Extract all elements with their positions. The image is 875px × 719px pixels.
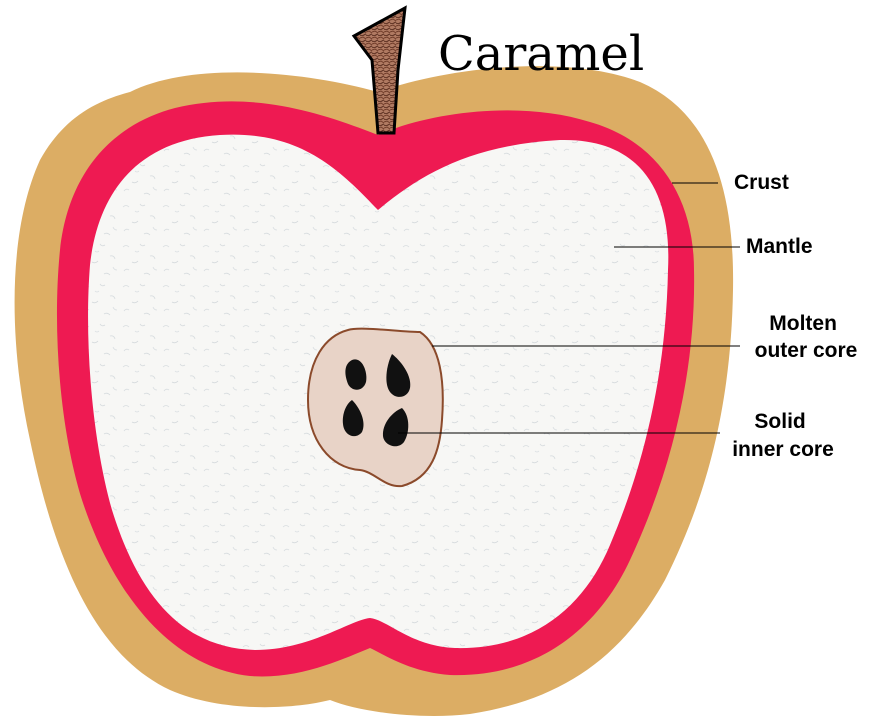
caramel-title: Caramel (438, 26, 644, 82)
molten-outer-core-label-line1: Molten (769, 312, 837, 335)
mantle-label: Mantle (746, 235, 813, 258)
molten-outer-core-label-line2: outer core (755, 339, 858, 362)
solid-inner-core-label-line1: Solid (754, 410, 805, 433)
solid-inner-core-label-line2: inner core (732, 438, 834, 461)
crust-label: Crust (734, 171, 789, 194)
molten-outer-core-label: Molten outer core (755, 312, 858, 362)
solid-inner-core-label: Solid inner core (732, 410, 834, 461)
